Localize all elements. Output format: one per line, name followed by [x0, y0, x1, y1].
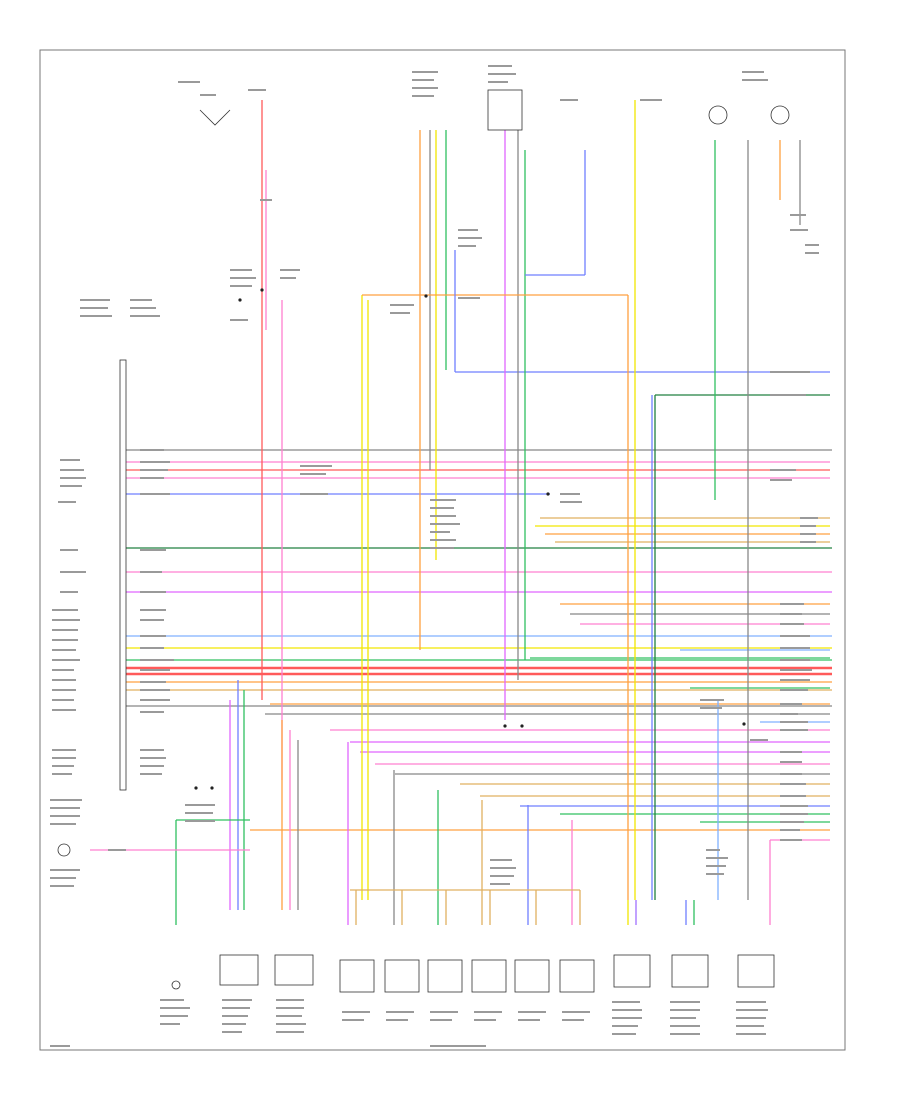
injector-box-3	[427, 959, 463, 993]
splice-dot-3	[260, 288, 264, 292]
mil-lamp	[57, 843, 71, 857]
injector-box-6	[559, 959, 595, 993]
splice-dot-1	[520, 724, 524, 728]
ecm-box	[487, 89, 523, 131]
ground-point	[171, 980, 181, 990]
diagram-frame	[39, 49, 846, 1051]
crank-sensor-box	[219, 954, 259, 986]
o2-sensor-2-box	[671, 954, 709, 988]
wire-layer	[90, 100, 832, 925]
splice-dot-5	[546, 492, 550, 496]
component-layer	[57, 89, 790, 993]
relay-coil-right	[770, 105, 790, 125]
ignition-switch-symbol	[199, 109, 231, 126]
label-layer	[50, 65, 819, 1047]
o2-sensor-3-box	[737, 954, 775, 988]
injector-box-1	[339, 959, 375, 993]
pcm-connector-strip	[119, 359, 127, 791]
splice-dot-6	[742, 722, 746, 726]
injector-box-4	[471, 959, 507, 993]
splice-dot-0	[503, 724, 507, 728]
splice-dot-8	[210, 786, 214, 790]
splice-dot-4	[424, 294, 428, 298]
splice-dot-2	[238, 298, 242, 302]
relay-coil-left	[708, 105, 728, 125]
splice-dot-7	[194, 786, 198, 790]
cam-sensor-box	[274, 954, 314, 986]
injector-box-2	[384, 959, 420, 993]
o2-sensor-1-box	[613, 954, 651, 988]
injector-box-5	[514, 959, 550, 993]
